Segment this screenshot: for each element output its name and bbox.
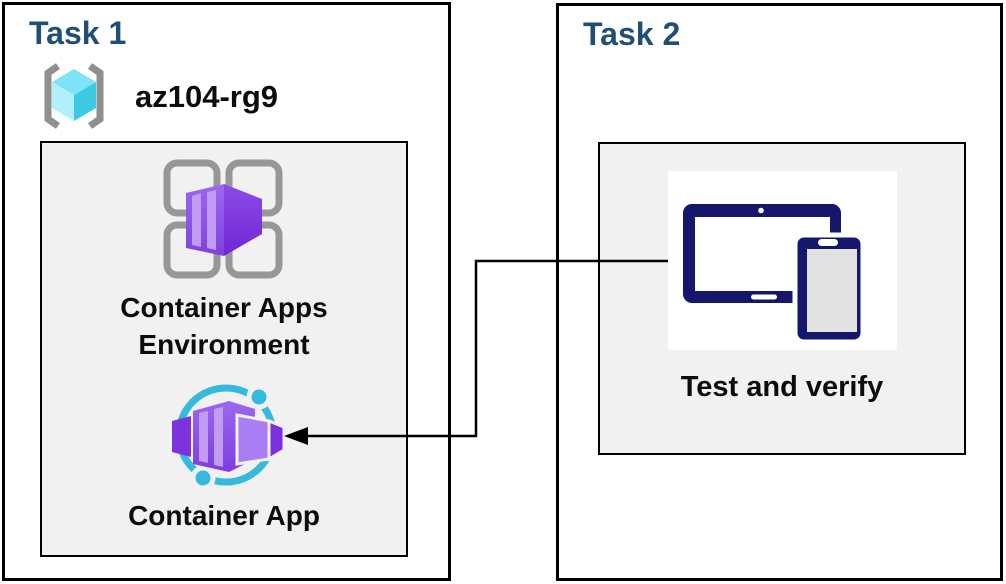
task2-title: Task 2	[583, 16, 681, 52]
container-app-icon	[172, 384, 286, 491]
resource-group-name: az104-rg9	[135, 79, 279, 114]
resource-group-icon	[44, 63, 104, 129]
task1-box: Task 1 az104-rg9	[2, 2, 451, 581]
container-app-label: Container App	[128, 500, 320, 531]
container-apps-environment-icon	[163, 159, 283, 279]
task1-title: Task 1	[29, 15, 127, 51]
task2-box: Task 2 Test and verify	[556, 3, 1003, 581]
container-apps-environment-label: Container Apps Environment	[120, 292, 328, 360]
resource-group-header: az104-rg9	[37, 61, 417, 141]
test-and-verify-label: Test and verify	[680, 371, 884, 403]
task2-inner-box: Test and verify	[598, 142, 966, 455]
task1-inner-box: Container Apps Environment Container	[40, 141, 408, 557]
device-icon-background	[668, 171, 897, 350]
tablet-and-phone-icon	[668, 171, 897, 350]
